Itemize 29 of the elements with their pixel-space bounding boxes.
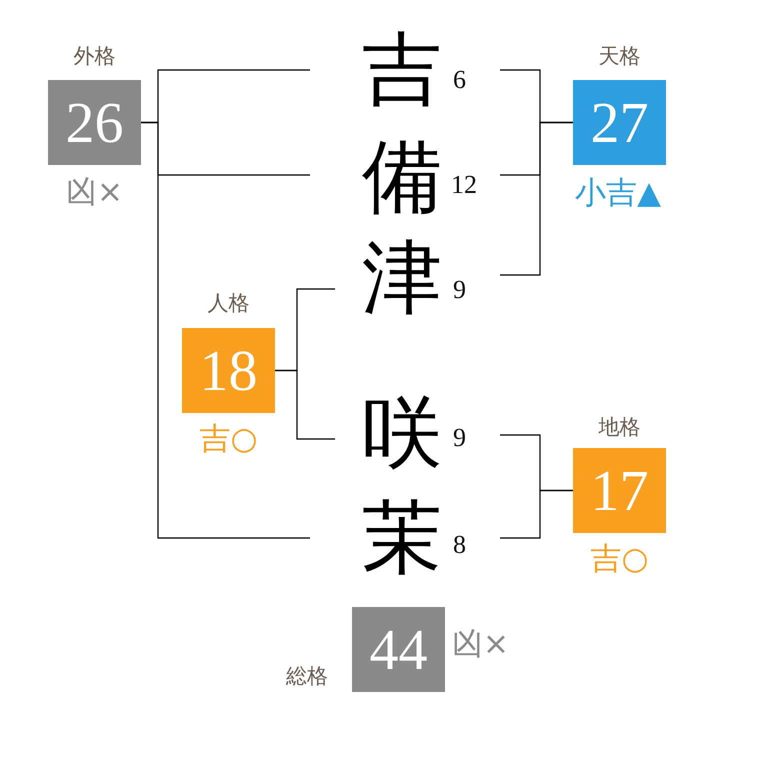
score-number: 26 — [66, 94, 124, 152]
bracket-line — [275, 370, 335, 440]
score-number: 27 — [590, 94, 648, 152]
stroke-count: 9 — [453, 277, 466, 303]
name-character: 咲 — [362, 393, 442, 473]
score-number: 18 — [200, 342, 258, 400]
stroke-count: 6 — [453, 67, 466, 93]
score-number: 44 — [370, 620, 428, 678]
category-label: 外格 — [74, 46, 116, 67]
name-character: 吉 — [362, 30, 442, 110]
category-label: 地格 — [598, 417, 640, 438]
name-character: 津 — [362, 238, 442, 318]
category-label: 天格 — [598, 46, 640, 67]
category-label: 人格 — [208, 293, 250, 314]
stroke-count: 8 — [453, 532, 466, 558]
score-number: 17 — [590, 462, 648, 520]
bracket-line — [141, 122, 310, 539]
category-label: 総格 — [286, 666, 328, 687]
fortune-label: 凶× — [452, 629, 509, 660]
bracket-line — [500, 490, 573, 539]
bracket-line — [500, 122, 573, 276]
name-character: 茉 — [362, 498, 442, 578]
fortune-label: 凶× — [66, 177, 123, 208]
stroke-count: 12 — [451, 172, 477, 198]
fortune-label: 小吉▲ — [575, 178, 661, 209]
fortune-label: 吉○ — [590, 544, 649, 575]
stroke-count: 9 — [453, 425, 466, 451]
name-character: 備 — [362, 137, 442, 217]
fortune-label: 吉○ — [199, 424, 258, 455]
